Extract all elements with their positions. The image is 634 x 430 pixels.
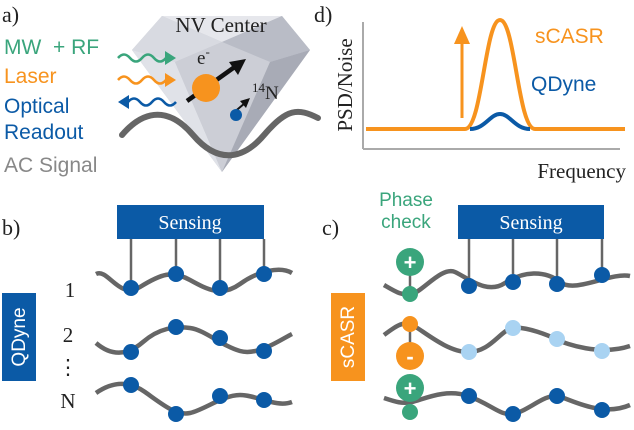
row-label-n: N [60,389,75,413]
electron-label: e- [197,44,210,69]
phase-plus-circle [396,248,424,276]
sensing-stems-b [129,239,266,285]
qdyne-dot [168,319,184,335]
scasr-dot [505,320,521,336]
optical-readout-label-2: Readout [4,121,84,144]
qdyne-peak-curve [469,111,531,131]
mw-rf-label: MW + RF [4,36,99,59]
sensing-label-c: Sensing [499,212,562,234]
qdyne-dots [123,266,272,422]
qdyne-dot [256,266,272,282]
optical-readout-label-1: Optical [4,95,69,118]
sensing-box-b [117,205,264,239]
scasr-dot [594,402,610,418]
nuclear-spin [230,109,242,121]
qdyne-dot [256,343,272,359]
phase-minus-circle [396,342,424,370]
phase-plus-circle [396,374,424,402]
laser-label: Laser [4,65,57,88]
mw-rf-wavy-arrow [117,51,176,65]
nv-center-title: NV Center [175,13,266,37]
sensing-label-b: Sensing [158,212,221,234]
y-axis-label: PSD/Noise [333,38,357,131]
legend-scasr: sCASR [535,25,604,48]
scasr-dot [594,267,610,283]
scasr-dot [549,388,565,404]
panel-b-label: b) [2,215,20,240]
panel-d-label: d) [314,2,332,27]
phase-minus-sign: - [406,344,413,369]
row-label-1: 1 [65,278,76,302]
qdyne-dot [168,406,184,422]
panel-a-label: a) [2,2,19,27]
row-label-dots: ⋮ [58,355,79,379]
scasr-dot [549,331,565,347]
panel-b: b) Sensing QDyne 1 2 ⋮ N [2,205,294,422]
nucleus-label: 14N [252,80,279,104]
scasr-badge-label: sCASR [338,306,359,368]
phase-dot [402,286,418,302]
panel-a: a) NV Center [2,2,321,177]
panel-c-label: c) [322,215,339,240]
panel-d: d) PSD/Noise Frequency sCASR QDyne [314,2,626,183]
phase-plus-sign: + [404,376,417,401]
phase-check-markers: + - + [396,248,424,420]
qdyne-dot [168,266,184,282]
scasr-peak-curve [366,17,625,131]
panel-c: c) Sensing Phase check sCASR + - [322,190,631,422]
qdyne-dot [212,388,228,404]
phase-check-label-2: check [381,212,431,233]
phase-dot [402,316,418,332]
x-axis-label: Frequency [537,159,626,183]
row-label-2: 2 [63,323,74,347]
qdyne-dot [123,377,139,393]
ac-signal-wave [119,108,321,159]
scasr-dot [594,343,610,359]
readout-wavy-arrow [118,95,177,109]
qdyne-dot [123,344,139,360]
scasr-dot [461,388,477,404]
phase-check-label-1: Phase [379,190,433,211]
qdyne-dot [256,392,272,408]
scasr-dots [461,267,610,422]
qdyne-wave-1 [94,267,294,294]
electron-spin [192,74,220,102]
qdyne-badge-label: QDyne [9,307,30,366]
enhancement-arrow [454,26,470,44]
scasr-badge [331,293,365,381]
scasr-dot [505,274,521,290]
laser-wavy-arrow [117,73,176,87]
scasr-dot [461,344,477,360]
sensing-stems-c [467,239,604,285]
scasr-dot [549,276,565,292]
qdyne-dot [123,280,139,296]
scasr-dot [505,406,521,422]
nuclear-spin-arrow [240,98,250,108]
sensing-box-c [458,205,604,239]
scasr-wave-3 [383,391,631,417]
phase-dot [402,404,418,420]
ac-signal-label: AC Signal [4,154,97,177]
legend-qdyne: QDyne [531,73,596,96]
scasr-dot [461,278,477,294]
phase-plus-sign: + [404,250,417,275]
electron-spin-arrow [229,59,246,75]
qdyne-badge [2,293,36,381]
qdyne-dot [212,280,228,296]
nv-diamond [132,16,310,172]
qdyne-dot [212,330,228,346]
